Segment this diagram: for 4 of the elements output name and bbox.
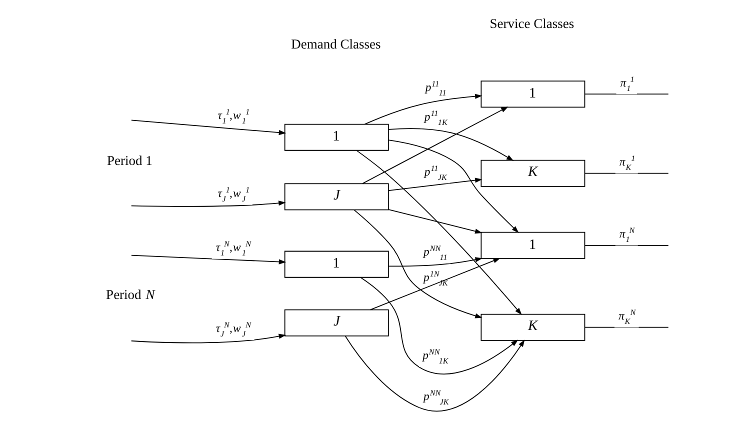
label: Demand Classes	[291, 36, 381, 52]
label: Period N	[106, 286, 155, 302]
label: Service Classes	[490, 16, 574, 31]
label: Period 1	[106, 152, 152, 168]
